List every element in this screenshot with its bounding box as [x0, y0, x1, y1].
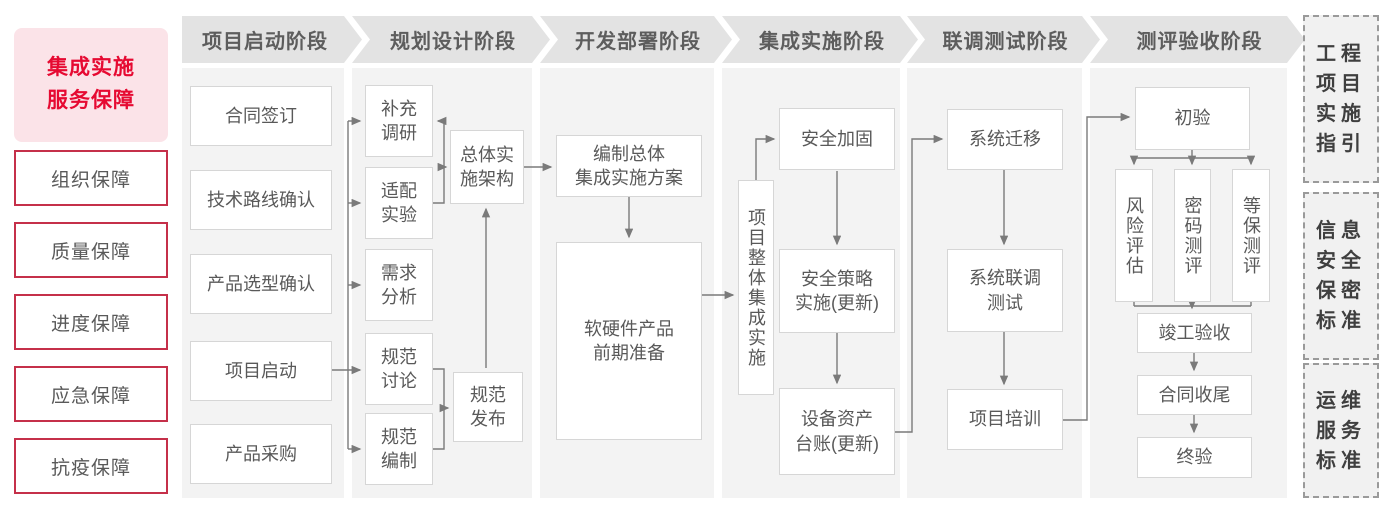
- node-final-acceptance: 终验: [1137, 437, 1252, 478]
- sidebar-item-quality: 质量保障: [14, 222, 168, 278]
- sidebar-item-emergency: 应急保障: [14, 366, 168, 422]
- node-supplementary-research: 补充 调研: [365, 85, 433, 157]
- node-contract-closure: 合同收尾: [1137, 375, 1252, 415]
- phase-header-joint-test: 联调测试阶段: [907, 16, 1100, 63]
- node-spec-compilation: 规范 编制: [365, 413, 433, 485]
- node-tech-route-confirm: 技术路线确认: [190, 170, 332, 230]
- node-completion-acceptance: 竣工验收: [1137, 313, 1252, 353]
- node-compile-overall-plan: 编制总体 集成实施方案: [556, 135, 702, 197]
- node-system-joint-test: 系统联调 测试: [947, 249, 1063, 332]
- phase-header-planning-design: 规划设计阶段: [352, 16, 550, 63]
- node-risk-assessment: 风险评估: [1115, 169, 1153, 302]
- node-initial-acceptance: 初验: [1135, 87, 1250, 150]
- standard-om-service: 运维 服务 标准: [1303, 363, 1379, 498]
- node-project-training: 项目培训: [947, 389, 1063, 450]
- node-hw-sw-preparation: 软硬件产品 前期准备: [556, 242, 702, 440]
- sidebar-title: 集成实施 服务保障: [14, 28, 168, 142]
- node-product-procurement: 产品采购: [190, 424, 332, 484]
- node-adaptation-experiment: 适配 实验: [365, 167, 433, 239]
- node-project-kickoff: 项目启动: [190, 341, 332, 401]
- sidebar-item-epidemic: 抗疫保障: [14, 438, 168, 494]
- node-contract-signing: 合同签订: [190, 86, 332, 146]
- node-system-migration: 系统迁移: [947, 109, 1063, 170]
- node-spec-release: 规范 发布: [453, 372, 523, 442]
- phase-header-integration-impl: 集成实施阶段: [722, 16, 918, 63]
- node-product-selection-confirm: 产品选型确认: [190, 254, 332, 314]
- node-overall-integration-impl: 项目整体集成实施: [738, 180, 774, 395]
- node-requirement-analysis: 需求 分析: [365, 249, 433, 321]
- node-crypto-evaluation: 密码测评: [1174, 169, 1211, 302]
- node-overall-impl-architecture: 总体实 施架构: [450, 130, 524, 204]
- standard-info-security-confidentiality: 信息 安全 保密 标准: [1303, 192, 1379, 360]
- node-mlps-evaluation: 等保测评: [1232, 169, 1270, 302]
- node-spec-discussion: 规范 讨论: [365, 333, 433, 405]
- node-asset-ledger: 设备资产 台账(更新): [779, 388, 895, 475]
- standard-engineering-project-guide: 工程 项目 实施 指引: [1303, 15, 1379, 183]
- phase-header-dev-deployment: 开发部署阶段: [540, 16, 732, 63]
- phase-header-evaluation-acceptance: 测评验收阶段: [1090, 16, 1305, 63]
- sidebar-item-organization: 组织保障: [14, 150, 168, 206]
- phase-header-project-kickoff: 项目启动阶段: [182, 16, 362, 63]
- node-security-policy-impl: 安全策略 实施(更新): [779, 249, 895, 333]
- sidebar-item-schedule: 进度保障: [14, 294, 168, 350]
- node-security-hardening: 安全加固: [779, 108, 895, 170]
